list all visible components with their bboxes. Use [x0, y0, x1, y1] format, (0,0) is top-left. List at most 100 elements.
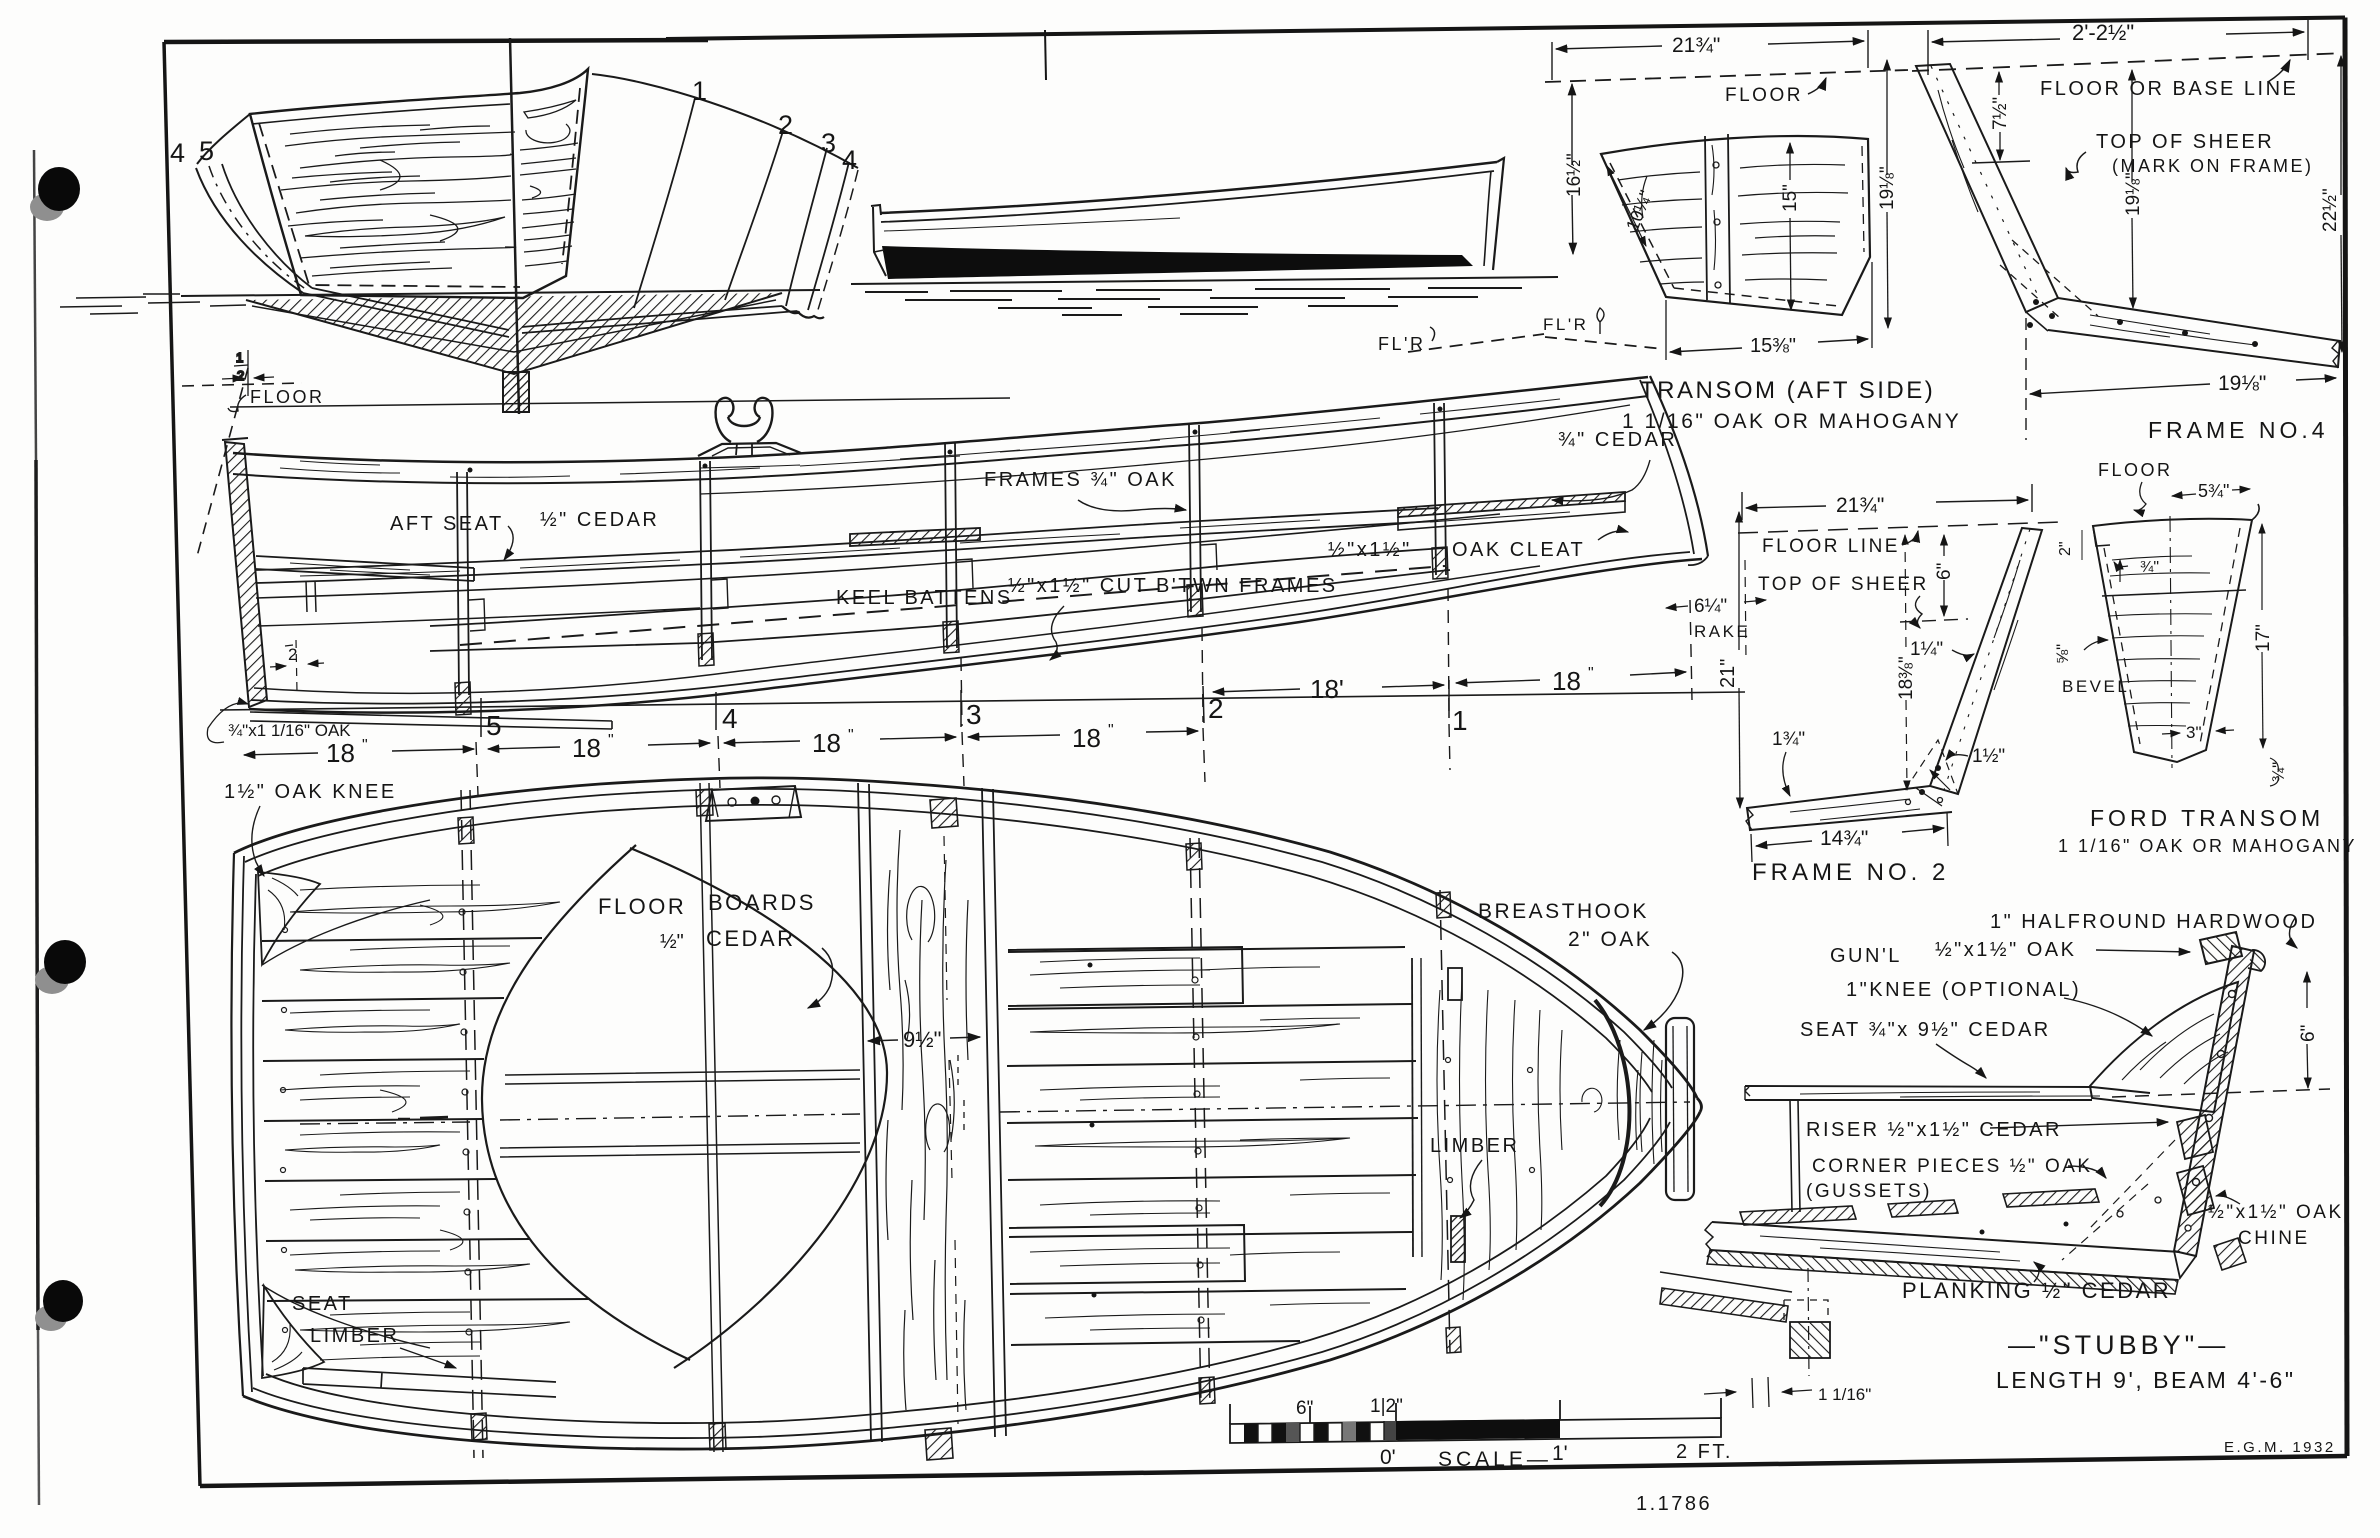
svg-text:18: 18	[572, 733, 601, 763]
svg-text:17": 17"	[2253, 624, 2274, 652]
svg-text:(MARK ON FRAME): (MARK ON FRAME)	[2112, 156, 2314, 176]
svg-text:18: 18	[812, 728, 841, 758]
svg-text:4: 4	[722, 703, 738, 734]
svg-text:19⅛": 19⅛"	[2123, 172, 2144, 216]
svg-text:TRANSOM (AFT SIDE): TRANSOM (AFT SIDE)	[1640, 377, 1935, 404]
svg-text:FLOOR OR BASE LINE: FLOOR OR BASE LINE	[2040, 78, 2298, 100]
svg-text:1|2": 1|2"	[1370, 1396, 1403, 1417]
svg-text:1.1786: 1.1786	[1636, 1493, 1712, 1515]
svg-text:BEVEL: BEVEL	[2062, 677, 2129, 696]
svg-text:22½": 22½"	[2320, 188, 2341, 232]
svg-text:6": 6"	[1296, 1398, 1313, 1419]
svg-text:½"x1½": ½"x1½"	[1328, 539, 1412, 561]
svg-text:": "	[848, 727, 854, 744]
svg-text:1½": 1½"	[1972, 746, 2005, 767]
svg-text:4: 4	[170, 138, 185, 168]
svg-text:LENGTH 9', BEAM 4'-6": LENGTH 9', BEAM 4'-6"	[1996, 1367, 2296, 1393]
svg-text:FL'R: FL'R	[1378, 334, 1425, 354]
svg-text:¾"x1 1/16" OAK: ¾"x1 1/16" OAK	[228, 721, 351, 740]
svg-text:2 FT.: 2 FT.	[1676, 1441, 1733, 1463]
svg-text:FLOOR: FLOOR	[2098, 460, 2173, 480]
svg-text:18⅜": 18⅜"	[1896, 656, 1917, 700]
svg-text:¾": ¾"	[2269, 762, 2288, 782]
svg-text:SCALE—: SCALE—	[1438, 1448, 1552, 1471]
svg-text:": "	[362, 737, 368, 754]
svg-text:4: 4	[842, 145, 857, 175]
svg-text:1 1/16": 1 1/16"	[1818, 1385, 1871, 1404]
svg-text:FLOOR: FLOOR	[598, 894, 686, 919]
svg-text:FORD TRANSOM: FORD TRANSOM	[2090, 805, 2324, 831]
svg-text:(GUSSETS): (GUSSETS)	[1806, 1181, 1932, 1202]
svg-text:5¾": 5¾"	[2198, 481, 2229, 501]
svg-text:1 1/16" OAK OR MAHOGANY: 1 1/16" OAK OR MAHOGANY	[2058, 836, 2357, 856]
svg-text:FLOOR: FLOOR	[250, 387, 325, 407]
svg-text:16½": 16½"	[1564, 153, 1585, 197]
svg-text:2" OAK: 2" OAK	[1568, 928, 1652, 951]
svg-text:1: 1	[692, 76, 707, 106]
svg-text:FRAME NO.4: FRAME NO.4	[2148, 417, 2329, 443]
svg-text:FRAMES ¾" OAK: FRAMES ¾" OAK	[984, 469, 1177, 491]
svg-text:CEDAR: CEDAR	[706, 926, 796, 951]
svg-text:SEAT: SEAT	[292, 1293, 353, 1315]
svg-text:6": 6"	[1934, 563, 1955, 580]
svg-text:7½": 7½"	[1990, 97, 2011, 130]
svg-text:FRAME NO. 2: FRAME NO. 2	[1752, 859, 1949, 886]
svg-text:": "	[1108, 722, 1114, 739]
svg-text:FLOOR: FLOOR	[1725, 85, 1803, 106]
svg-text:¾": ¾"	[2140, 559, 2159, 576]
svg-text:E.G.M. 1932: E.G.M. 1932	[2224, 1439, 2336, 1456]
svg-text:1½" OAK KNEE: 1½" OAK KNEE	[224, 781, 397, 803]
svg-text:GUN'L: GUN'L	[1830, 945, 1902, 967]
svg-text:15⅜": 15⅜"	[1750, 335, 1796, 357]
svg-text:TOP OF SHEER: TOP OF SHEER	[1758, 574, 1929, 595]
svg-text:3": 3"	[2186, 723, 2202, 742]
svg-text:3: 3	[821, 128, 836, 158]
svg-text:14¾": 14¾"	[1820, 827, 1868, 850]
svg-text:LIMBER: LIMBER	[1430, 1135, 1519, 1157]
svg-text:18: 18	[1072, 723, 1101, 753]
svg-text:19⅛": 19⅛"	[2218, 372, 2266, 395]
svg-text:RISER ½"x1½" CEDAR: RISER ½"x1½" CEDAR	[1806, 1119, 2062, 1141]
svg-text:2: 2	[778, 110, 793, 140]
svg-text:19⅛": 19⅛"	[1877, 166, 1898, 210]
svg-text:—"STUBBY"—: —"STUBBY"—	[2008, 1330, 2229, 1360]
svg-text:2: 2	[288, 645, 297, 664]
svg-text:18: 18	[1552, 666, 1581, 696]
svg-text:3: 3	[966, 699, 982, 730]
svg-text:1"KNEE (OPTIONAL): 1"KNEE (OPTIONAL)	[1846, 979, 2081, 1001]
svg-text:KEEL BATTENS: KEEL BATTENS	[836, 587, 1013, 609]
svg-text:½" CEDAR: ½" CEDAR	[540, 509, 659, 531]
svg-text:1¾": 1¾"	[1772, 729, 1805, 750]
svg-text:21¾": 21¾"	[1836, 494, 1884, 517]
svg-text:21¾": 21¾"	[1672, 34, 1720, 57]
svg-text:6": 6"	[2298, 1025, 2319, 1042]
svg-text:LIMBER: LIMBER	[310, 1325, 399, 1347]
svg-text:½"x1½" CUT B'TWN FRAMES: ½"x1½" CUT B'TWN FRAMES	[1008, 575, 1338, 597]
svg-text:9½": 9½"	[903, 1027, 941, 1052]
svg-text:1¼": 1¼"	[1910, 639, 1943, 660]
svg-text:1" HALFROUND HARDWOOD: 1" HALFROUND HARDWOOD	[1990, 911, 2317, 933]
svg-text:OAK CLEAT: OAK CLEAT	[1452, 539, 1585, 561]
svg-text:CHINE: CHINE	[2238, 1228, 2310, 1249]
svg-text:5: 5	[199, 136, 214, 166]
svg-text:½": ½"	[660, 931, 684, 953]
svg-text:21": 21"	[1717, 659, 1739, 688]
svg-text:⅝": ⅝"	[2053, 644, 2072, 664]
svg-text:SEAT ¾"x 9½" CEDAR: SEAT ¾"x 9½" CEDAR	[1800, 1019, 2051, 1041]
svg-text:BOARDS: BOARDS	[708, 890, 816, 915]
svg-text:2'-2½": 2'-2½"	[2072, 20, 2134, 45]
svg-text:1: 1	[236, 350, 243, 365]
svg-text:": "	[1588, 665, 1594, 682]
svg-text:0': 0'	[1380, 1446, 1396, 1469]
svg-text:5: 5	[486, 710, 502, 741]
svg-text:FL'R: FL'R	[1543, 315, 1588, 334]
svg-text:PLANKING ½" CEDAR: PLANKING ½" CEDAR	[1902, 1278, 2171, 1303]
svg-text:RAKE: RAKE	[1694, 622, 1750, 641]
svg-text:½"x1½" OAK: ½"x1½" OAK	[2208, 1202, 2344, 1223]
svg-text:1': 1'	[1552, 1442, 1568, 1465]
svg-text:AFT SEAT: AFT SEAT	[390, 513, 504, 535]
svg-text:15": 15"	[1780, 184, 1801, 212]
svg-text:FLOOR LINE: FLOOR LINE	[1762, 536, 1900, 557]
svg-text:TOP OF SHEER: TOP OF SHEER	[2096, 131, 2274, 153]
svg-text:6¼": 6¼"	[1694, 596, 1727, 617]
